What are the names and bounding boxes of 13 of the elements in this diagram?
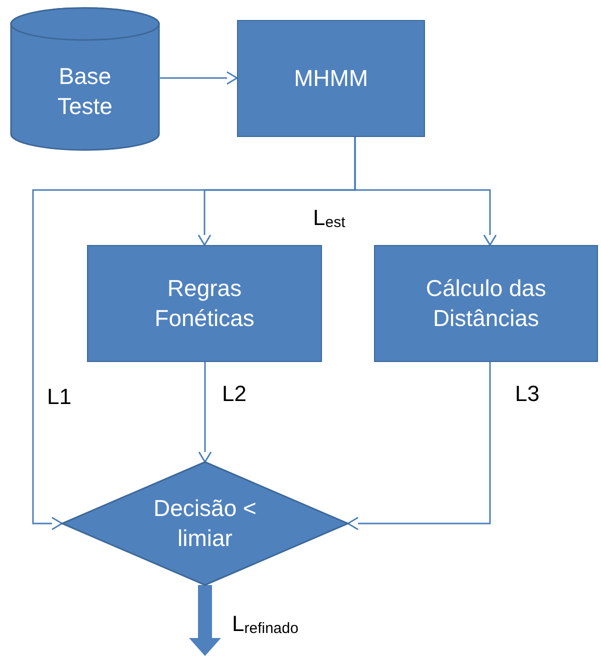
node-label: Decisão < limiar	[152, 494, 258, 552]
arrow	[347, 362, 491, 530]
process-box	[87, 245, 322, 362]
process-box	[237, 20, 425, 137]
node-label: Base Teste	[56, 62, 114, 121]
node-label: Cálculo das Distâncias	[424, 274, 548, 332]
node-label: Regras Fonéticas	[154, 274, 256, 332]
process-box	[374, 245, 598, 362]
arrow	[160, 71, 238, 85]
node-label: MHMM	[294, 64, 368, 93]
arrow	[198, 362, 212, 463]
output-arrow	[189, 585, 221, 656]
arrow	[354, 137, 497, 246]
